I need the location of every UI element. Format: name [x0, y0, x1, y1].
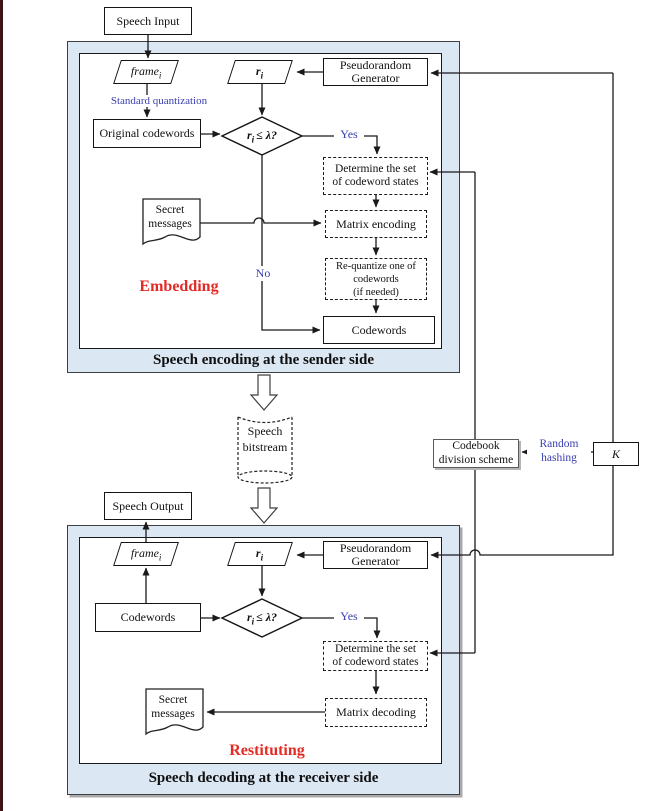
bitstream-down-arrow-bottom [249, 487, 279, 524]
decision-label-receiver: ri≤ λ? [246, 610, 278, 627]
secret-messages-label-receiver: Secret messages [151, 694, 195, 720]
restituting-label: Restituting [229, 742, 305, 759]
speech-input-box: Speech Input [104, 7, 192, 35]
no-label-sender: No [250, 266, 276, 281]
key-box: K [593, 442, 639, 466]
standard-quantization-label: Standard quantization [95, 95, 223, 107]
pseudorandom-generator-receiver: Pseudorandom Generator [323, 541, 428, 569]
frame-parallelogram-receiver: framei [113, 542, 179, 566]
yes-label-receiver: Yes [334, 609, 364, 624]
frame-parallelogram-sender: framei [113, 60, 179, 84]
speech-bitstream-label: Speech bitstream [242, 424, 288, 454]
speech-output-box: Speech Output [104, 492, 192, 520]
sender-section-label: Speech encoding at the sender side [153, 352, 374, 368]
codewords-box-receiver: Codewords [95, 603, 201, 632]
arrow-yes2-determine2 [302, 617, 381, 639]
decision-diamond-sender [220, 116, 304, 156]
embedding-label: Embedding [139, 278, 219, 295]
arrow-key-prg2 [430, 466, 614, 559]
determine-codeword-states-sender: Determine the set of codeword states [323, 157, 428, 195]
r-parallelogram-receiver: ri [227, 542, 293, 566]
codebook-division-box: Codebook division scheme [433, 439, 519, 468]
matrix-encoding-box: Matrix encoding [325, 210, 427, 238]
arrow-secret1-matrixenc [200, 217, 322, 227]
receiver-section-label: Speech decoding at the receiver side [148, 770, 379, 786]
original-codewords-box: Original codewords [93, 119, 201, 148]
determine-codeword-states-receiver: Determine the set of codeword states [323, 641, 428, 671]
requantize-box: Re-quantize one of codewords (if needed) [325, 258, 427, 300]
codewords-box-sender: Codewords [323, 316, 435, 344]
random-hashing-label: Random hashing [527, 438, 591, 465]
secret-doc-receiver [145, 688, 204, 736]
matrix-decoding-box: Matrix decoding [325, 698, 427, 727]
bitstream-cylinder [237, 416, 293, 484]
decision-diamond-receiver [220, 598, 304, 638]
pseudorandom-generator-sender: Pseudorandom Generator [323, 58, 428, 86]
arrow-no-codewords [261, 155, 321, 334]
yes-label-sender: Yes [334, 127, 364, 142]
decision-label-sender: ri≤ λ? [246, 128, 278, 145]
arrow-yes-determine1 [302, 135, 381, 155]
r-parallelogram-sender: ri [227, 60, 293, 84]
secret-messages-label-sender: Secret messages [148, 204, 192, 230]
page-edge-strip [0, 0, 3, 811]
secret-doc-sender [142, 198, 201, 246]
bitstream-down-arrow-top [249, 374, 279, 411]
